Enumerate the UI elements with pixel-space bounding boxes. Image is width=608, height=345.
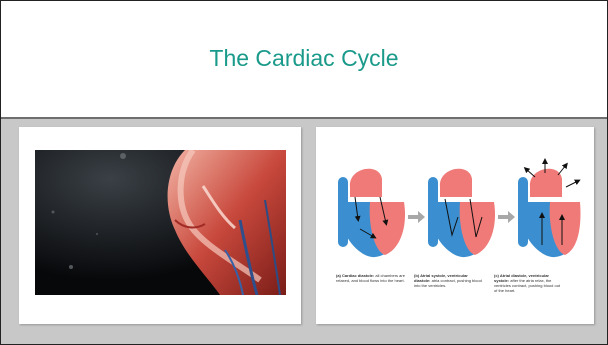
- cardiac-cycle-diagram: [330, 157, 582, 317]
- heart-diagram-c: [518, 161, 580, 257]
- slide-title: The Cardiac Cycle: [1, 45, 607, 72]
- video-panel[interactable]: [19, 127, 301, 324]
- heart-valve-video[interactable]: [35, 150, 286, 295]
- heart-diagram-a: [338, 169, 405, 257]
- diagram-panel: (a) Cardiac diastole: all chambers are r…: [316, 127, 594, 324]
- heart-diagram-b: [428, 169, 495, 257]
- heart-valve-image: [35, 150, 286, 295]
- caption-a: (a) Cardiac diastole: all chambers are r…: [336, 273, 406, 283]
- caption-b: (b) Atrial systole, ventricular diastole…: [414, 273, 484, 288]
- caption-c: (c) Atrial diastole, ventricular systole…: [494, 273, 564, 293]
- title-band: The Cardiac Cycle: [1, 1, 607, 119]
